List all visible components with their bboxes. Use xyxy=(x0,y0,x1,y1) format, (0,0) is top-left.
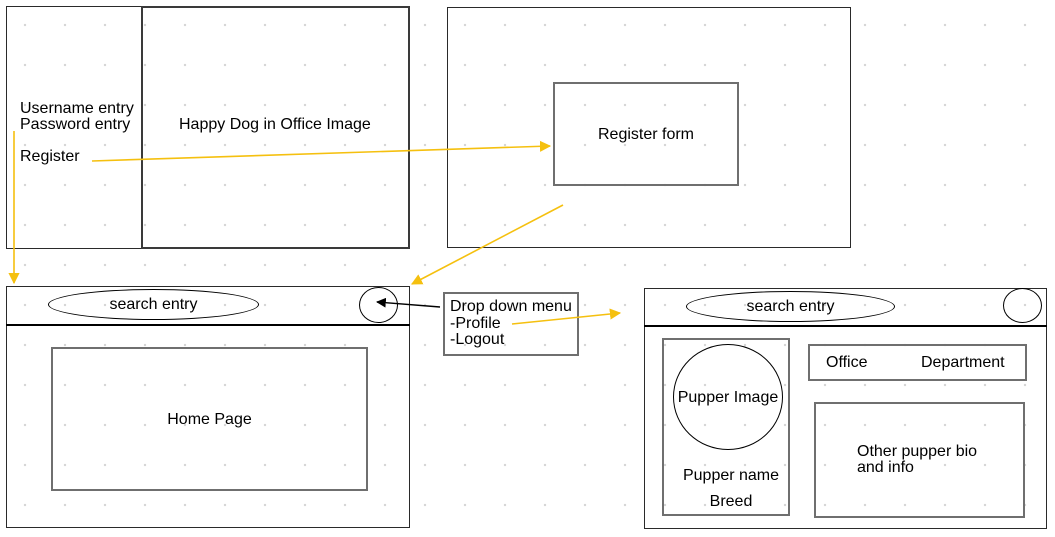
office-label: Office xyxy=(826,354,868,371)
profile-search-entry[interactable]: search entry xyxy=(686,291,895,322)
profile-search-label: search entry xyxy=(746,298,835,315)
username-entry[interactable]: Username entry xyxy=(20,100,134,117)
pupper-image-placeholder: Pupper Image xyxy=(673,344,783,450)
pupper-bio-box xyxy=(814,402,1025,518)
home-screen-frame xyxy=(6,286,410,528)
pupper-image-label: Pupper Image xyxy=(677,388,779,406)
happy-dog-image-placeholder xyxy=(141,6,410,249)
pupper-bio-line2: and info xyxy=(857,459,914,476)
home-avatar-dropdown-trigger[interactable] xyxy=(359,287,398,323)
profile-avatar-icon[interactable] xyxy=(1003,288,1042,323)
home-header-divider xyxy=(6,324,410,326)
dropdown-item-logout[interactable]: -Logout xyxy=(450,331,505,348)
home-page-label: Home Page xyxy=(167,410,252,428)
register-link[interactable]: Register xyxy=(20,148,80,165)
happy-dog-image-label: Happy Dog in Office Image xyxy=(179,116,371,133)
register-form-box: Register form xyxy=(553,82,739,186)
home-page-content-box: Home Page xyxy=(51,347,368,491)
home-search-entry[interactable]: search entry xyxy=(48,289,259,320)
dropdown-item-profile[interactable]: -Profile xyxy=(450,315,501,332)
password-entry[interactable]: Password entry xyxy=(20,116,131,133)
office-department-box xyxy=(808,344,1027,381)
department-label: Department xyxy=(921,354,1005,371)
pupper-name: Pupper name xyxy=(682,467,780,484)
profile-header-divider xyxy=(644,325,1047,327)
register-screen-frame xyxy=(447,7,851,248)
profile-screen-frame xyxy=(644,288,1047,529)
pupper-card xyxy=(662,338,790,516)
register-form-label: Register form xyxy=(597,125,695,143)
dropdown-menu-title: Drop down menu xyxy=(450,298,572,315)
pupper-breed: Breed xyxy=(709,493,753,510)
home-search-label: search entry xyxy=(109,296,198,313)
pupper-bio-line1: Other pupper bio xyxy=(857,443,978,460)
